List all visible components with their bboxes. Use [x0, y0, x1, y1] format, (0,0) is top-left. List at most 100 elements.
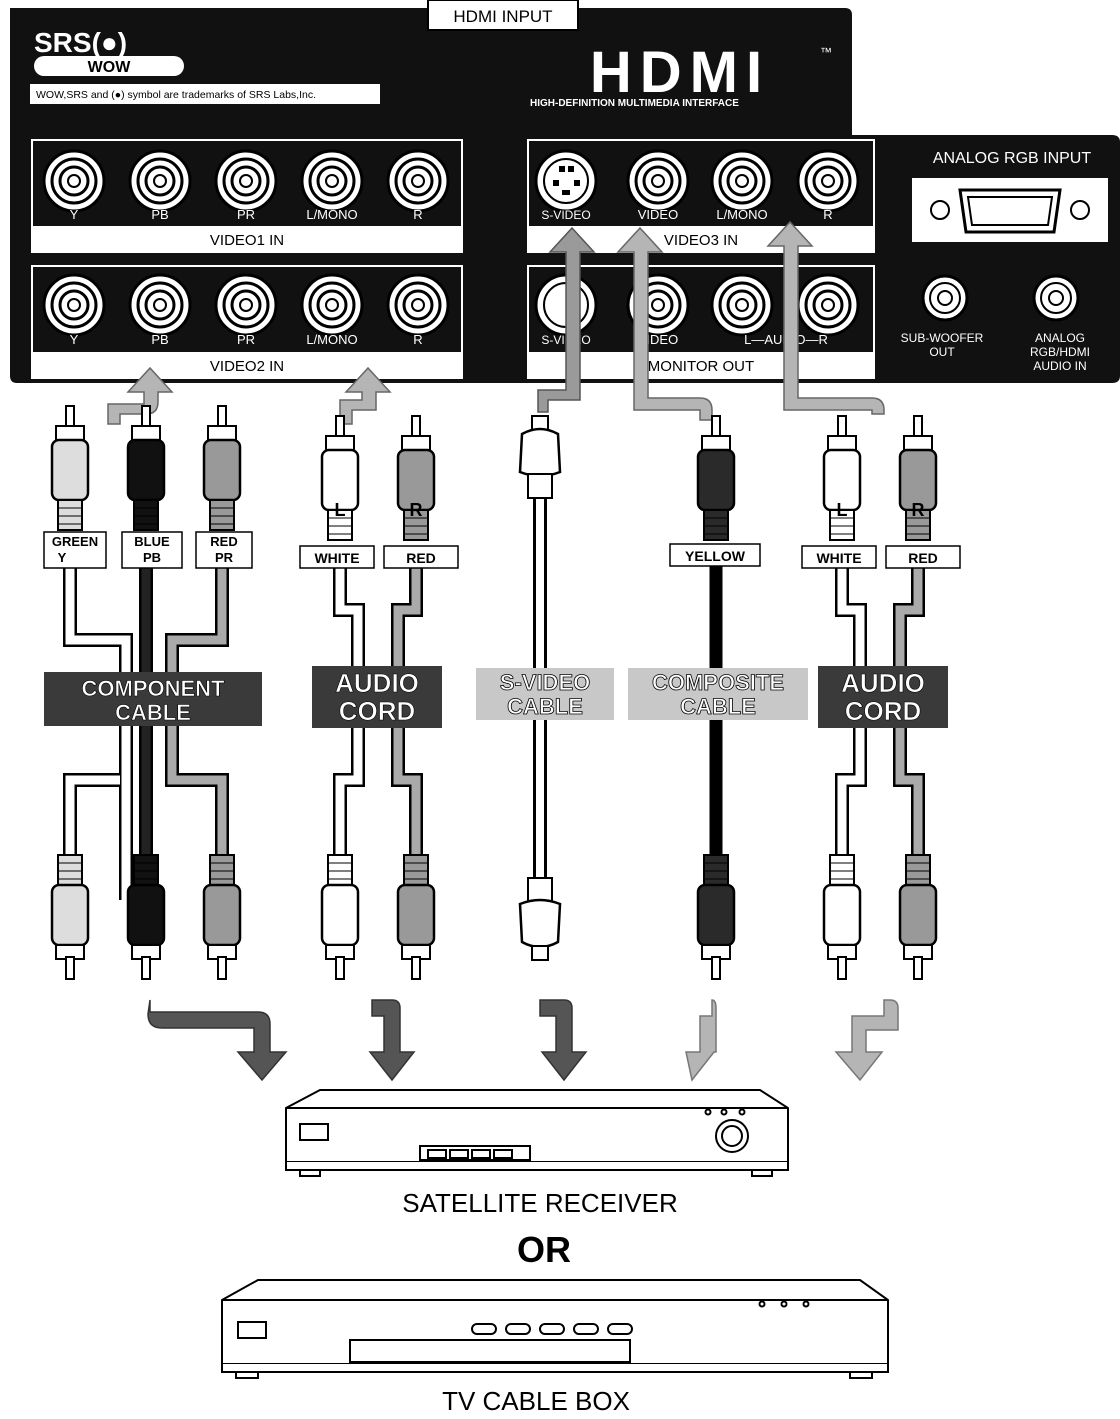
video1-lmono-label: L/MONO — [306, 207, 357, 222]
monitor-out-l-jack[interactable] — [712, 275, 772, 335]
analog-audio-label-1: ANALOG — [1035, 331, 1085, 345]
yellow-plug-bottom — [698, 855, 734, 979]
video2-y-jack[interactable] — [44, 275, 104, 335]
hdmi-tm: ™ — [820, 45, 832, 59]
video2-in-panel: VIDEO2 IN Y PB PR L/MONO R — [32, 266, 462, 378]
composite-cable: YELLOW COMPOSITE CABLE — [628, 416, 808, 979]
subwoofer-jack[interactable] — [923, 276, 967, 320]
video1-pr-jack[interactable] — [216, 151, 276, 211]
audio-cord-left: L R WHITE RED AUDIO CORD — [300, 416, 458, 979]
green-plug-top — [52, 406, 88, 530]
subwoofer-label-2: OUT — [929, 345, 955, 359]
hdmi-subtitle: HIGH-DEFINITION MULTIMEDIA INTERFACE — [530, 98, 739, 109]
tag-yellow: YELLOW — [685, 548, 746, 564]
hdmi-logo-text: HDMI — [590, 40, 770, 105]
svideo-cable-label-1: S-VIDEO — [500, 670, 590, 695]
tag-red-2: PR — [215, 550, 234, 565]
tag-red-left: RED — [406, 550, 436, 566]
white-plug-top-right — [824, 416, 860, 540]
analog-audio-jack[interactable] — [1034, 276, 1078, 320]
white-plug-bottom-right — [824, 855, 860, 979]
composite-cable-label-1: COMPOSITE — [652, 670, 784, 695]
srs-logo-text: SRS(●) — [34, 27, 127, 58]
video2-pr-jack[interactable] — [216, 275, 276, 335]
arrow-down-audio-right — [836, 1000, 898, 1080]
tag-green-1: GREEN — [52, 534, 98, 549]
tv-cable-box-label: TV CABLE BOX — [442, 1386, 630, 1416]
hdmi-input-tab-label: HDMI INPUT — [453, 7, 552, 26]
tag-red-1: RED — [210, 534, 237, 549]
green-plug-bottom — [52, 855, 88, 979]
satellite-receiver-label: SATELLITE RECEIVER — [402, 1188, 678, 1218]
video2-pb-label: PB — [151, 332, 168, 347]
analog-rgb-title: ANALOG RGB INPUT — [933, 150, 1091, 167]
video2-lmono-label: L/MONO — [306, 332, 357, 347]
video2-r-jack[interactable] — [388, 275, 448, 335]
red-plug-bottom-audio — [398, 855, 434, 979]
video1-pb-jack[interactable] — [130, 151, 190, 211]
arrow-down-composite — [686, 1000, 716, 1080]
video2-title: VIDEO2 IN — [210, 358, 284, 375]
plug-r-label-right: R — [912, 500, 925, 520]
video2-lmono-jack[interactable] — [302, 275, 362, 335]
arrow-down-component — [148, 1000, 286, 1080]
video3-svideo-jack[interactable] — [536, 151, 596, 211]
video2-pr-label: PR — [237, 332, 255, 347]
plug-l-label-right: L — [837, 500, 848, 520]
video1-y-label: Y — [70, 207, 79, 222]
blue-plug-top — [128, 406, 164, 530]
tag-white-left: WHITE — [314, 550, 359, 566]
audio-cord-right-label-2: CORD — [845, 696, 922, 726]
audio-cord-right: L R WHITE RED AUDIO CORD — [802, 416, 960, 979]
video1-pr-label: PR — [237, 207, 255, 222]
video3-lmono-label: L/MONO — [716, 207, 767, 222]
video1-title: VIDEO1 IN — [210, 232, 284, 249]
blue-plug-bottom — [128, 855, 164, 979]
tag-blue-1: BLUE — [134, 534, 170, 549]
video3-r-jack[interactable] — [798, 151, 858, 211]
tag-red-right: RED — [908, 550, 938, 566]
video3-title: VIDEO3 IN — [664, 232, 738, 249]
srs-wow-text: WOW — [88, 59, 132, 76]
svideo-plug-bottom — [520, 878, 560, 960]
audio-cord-left-label-2: CORD — [339, 696, 416, 726]
video3-video-jack[interactable] — [628, 151, 688, 211]
plug-l-label: L — [335, 500, 346, 520]
red-plug-bottom-right — [900, 855, 936, 979]
component-cable-label-1: COMPONENT — [82, 676, 226, 701]
red-plug-top-right — [900, 416, 936, 540]
arrow-down-svideo — [540, 1000, 586, 1080]
svideo-cable-label-2: CABLE — [507, 694, 583, 719]
component-cable-label-2: CABLE — [115, 700, 191, 725]
tag-blue-2: PB — [143, 550, 161, 565]
video2-pb-jack[interactable] — [130, 275, 190, 335]
monitor-out-r-jack[interactable] — [798, 275, 858, 335]
video1-y-jack[interactable] — [44, 151, 104, 211]
video3-in-panel: VIDEO3 IN S-VIDEO VIDEO L/MONO R — [528, 140, 874, 252]
video1-lmono-jack[interactable] — [302, 151, 362, 211]
subwoofer-label-1: SUB-WOOFER — [901, 331, 984, 345]
video1-r-jack[interactable] — [388, 151, 448, 211]
video1-r-label: R — [413, 207, 422, 222]
video3-lmono-jack[interactable] — [712, 151, 772, 211]
tag-white-right: WHITE — [816, 550, 861, 566]
video3-svideo-label: S-VIDEO — [541, 208, 590, 222]
audio-cord-left-label-1: AUDIO — [335, 668, 419, 698]
svideo-plug-top — [520, 416, 560, 498]
red-plug-bottom — [204, 855, 240, 979]
video1-pb-label: PB — [151, 207, 168, 222]
red-plug-top — [204, 406, 240, 530]
white-plug-bottom — [322, 855, 358, 979]
video2-r-label: R — [413, 332, 422, 347]
srs-trademark-text: WOW,SRS and (●) symbol are trademarks of… — [36, 89, 316, 101]
tag-green-2: Y — [58, 550, 67, 565]
plug-r-label: R — [410, 500, 423, 520]
analog-audio-label-3: AUDIO IN — [1033, 359, 1086, 373]
hdmi-input-tab: HDMI INPUT — [428, 0, 578, 30]
analog-rgb-input: ANALOG RGB INPUT — [912, 150, 1108, 242]
or-label: OR — [517, 1229, 571, 1270]
audio-cord-right-label-1: AUDIO — [841, 668, 925, 698]
analog-audio-label-2: RGB/HDMI — [1030, 345, 1090, 359]
video3-video-label: VIDEO — [638, 207, 678, 222]
